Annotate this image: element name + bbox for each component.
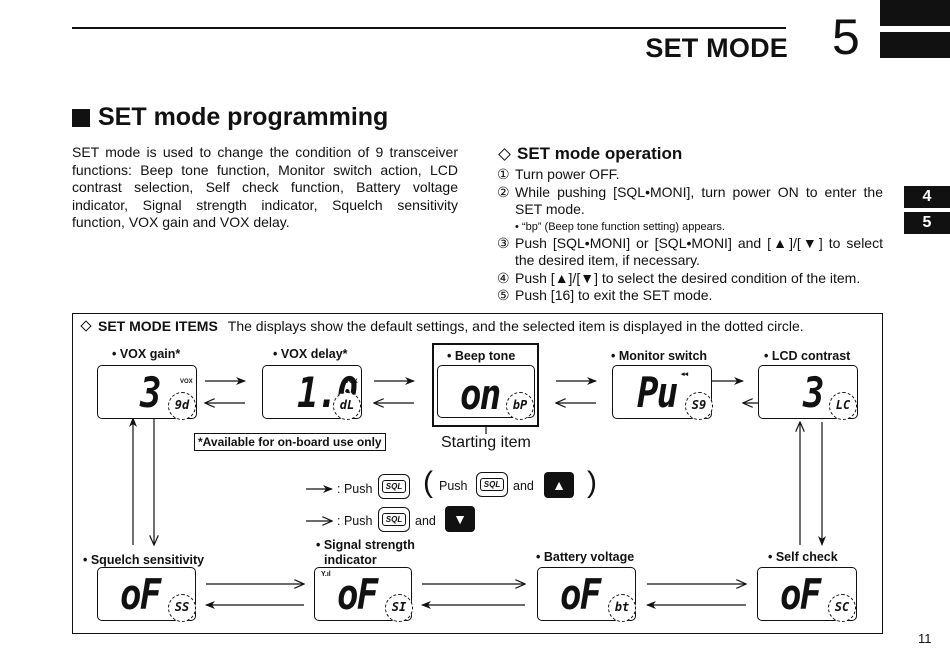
vox-indicator-icon: VOX (345, 379, 358, 385)
down-arrow-key-icon: ▼ (445, 506, 475, 532)
label-self-check: • Self check (768, 550, 838, 564)
lcd-value: oF (560, 570, 601, 619)
step-1: ① Turn power OFF. (497, 166, 883, 184)
item-code: SS (168, 594, 196, 622)
item-code: SC (828, 594, 856, 622)
label-beep-tone: • Beep tone (447, 349, 516, 363)
label-vox-delay: • VOX delay* (273, 347, 348, 361)
lcd-value: oF (337, 570, 378, 619)
lcd-self-check: oF SC (757, 567, 857, 622)
legend-push-label: Push (439, 479, 468, 493)
vox-indicator-icon: VOX (180, 379, 193, 385)
label-signal-strength: • Signal strength (316, 538, 415, 552)
step-number: ① (497, 166, 510, 182)
lcd-value: oF (780, 570, 821, 619)
step-3: ③ Push [SQL•MONI] or [SQL•MONI] and [▲]/… (497, 235, 883, 270)
operation-steps: ① Turn power OFF. ② While pushing [SQL•M… (497, 166, 883, 305)
step-text: Push [16] to exit the SET mode. (515, 287, 713, 303)
chapter-title: SET MODE (645, 33, 788, 63)
lcd-value: oF (120, 570, 161, 619)
starting-item-box (432, 343, 539, 427)
square-bullet-icon (72, 108, 90, 127)
operation-heading: SET mode operation (497, 144, 682, 164)
label-monitor-switch: • Monitor switch (611, 349, 708, 363)
starting-item-label: Starting item (441, 434, 531, 451)
item-code: SI (385, 594, 413, 622)
available-note: *Available for on-board use only (194, 433, 386, 451)
item-code: S9 (685, 392, 713, 420)
step-number: ⑤ (497, 287, 510, 303)
intro-paragraph: SET mode is used to change the condition… (72, 144, 458, 230)
lcd-monitor-switch: Pu ◂◂ S9 (612, 365, 713, 420)
step-5: ⑤ Push [16] to exit the SET mode. (497, 287, 883, 305)
label-signal-strength-2: indicator (324, 553, 377, 567)
item-code: bP (506, 392, 534, 420)
items-description: The displays show the default settings, … (227, 318, 804, 334)
lcd-squelch-sensitivity: oF SS (97, 567, 196, 622)
step-number: ④ (497, 269, 510, 286)
step-number: ③ (497, 234, 510, 251)
step-text: While pushing [SQL•MONI], turn power ON … (515, 183, 883, 218)
sql-key-icon: SQL (378, 474, 410, 499)
lcd-signal-strength: Y.ıl oF SI (314, 567, 413, 622)
items-heading: SET MODE ITEMS (98, 318, 218, 334)
items-header: SET MODE ITEMS The displays show the def… (80, 318, 804, 334)
legend-and-label: and (415, 514, 436, 528)
signal-strength-icon: Y.ıl (321, 571, 331, 578)
lcd-value: Pu (637, 368, 678, 417)
set-mode-items-panel (72, 313, 883, 634)
sql-key-icon: SQL (378, 507, 410, 532)
header-rule (72, 27, 786, 29)
sql-key-icon: SQL (476, 472, 508, 497)
item-code: LC (829, 392, 857, 420)
chapter-number: 5 (832, 9, 860, 65)
chapter-tab-bar (880, 32, 950, 58)
operation-heading-text: SET mode operation (517, 144, 683, 163)
lcd-vox-gain: 3 VOX 9d (97, 365, 197, 420)
item-code: bt (608, 594, 636, 622)
legend-and-label: and (513, 479, 534, 493)
side-tab-4[interactable]: 4 (904, 186, 950, 208)
lcd-vox-delay: 1.0 VOX dL (262, 365, 362, 420)
item-code: dL (333, 392, 361, 420)
up-arrow-key-icon: ▲ (544, 472, 574, 498)
label-lcd-contrast: • LCD contrast (764, 349, 851, 363)
item-code: 9d (168, 392, 196, 420)
side-tab-5[interactable]: 5 (904, 212, 950, 234)
page-number: 11 (918, 631, 932, 646)
label-squelch-sensitivity: • Squelch sensitivity (83, 553, 205, 567)
label-battery-voltage: • Battery voltage (536, 550, 635, 564)
step-number: ② (497, 183, 510, 200)
section-heading: SET mode programming (72, 103, 388, 132)
step-text: Push [SQL•MONI] or [SQL•MONI] and [▲]/[▼… (515, 234, 883, 269)
step-note: • “bp” (Beep tone function setting) appe… (515, 220, 725, 233)
step-text: Turn power OFF. (515, 166, 620, 182)
step-4: ④ Push [▲]/[▼] to select the desired con… (497, 270, 883, 288)
label-vox-gain: • VOX gain* (112, 347, 181, 361)
paren-close: ) (587, 466, 597, 499)
paren-open: ( (423, 466, 433, 499)
lcd-value: on (460, 370, 501, 419)
lcd-value: 3 (140, 368, 162, 417)
step-text: Push [▲]/[▼] to select the desired condi… (515, 269, 861, 286)
lcd-value: 3 (803, 368, 825, 417)
chapter-tab-bar (880, 0, 950, 26)
lcd-battery-voltage: oF bt (537, 567, 636, 622)
section-heading-text: SET mode programming (98, 103, 389, 131)
step-2: ② While pushing [SQL•MONI], turn power O… (497, 184, 883, 219)
legend-push-label: : Push (337, 482, 373, 496)
speaker-icon: ◂◂ (681, 371, 689, 378)
legend-push-label: : Push (337, 514, 373, 528)
lcd-beep-tone: on bP (437, 365, 535, 420)
lcd-lcd-contrast: 3 LC (758, 365, 858, 420)
